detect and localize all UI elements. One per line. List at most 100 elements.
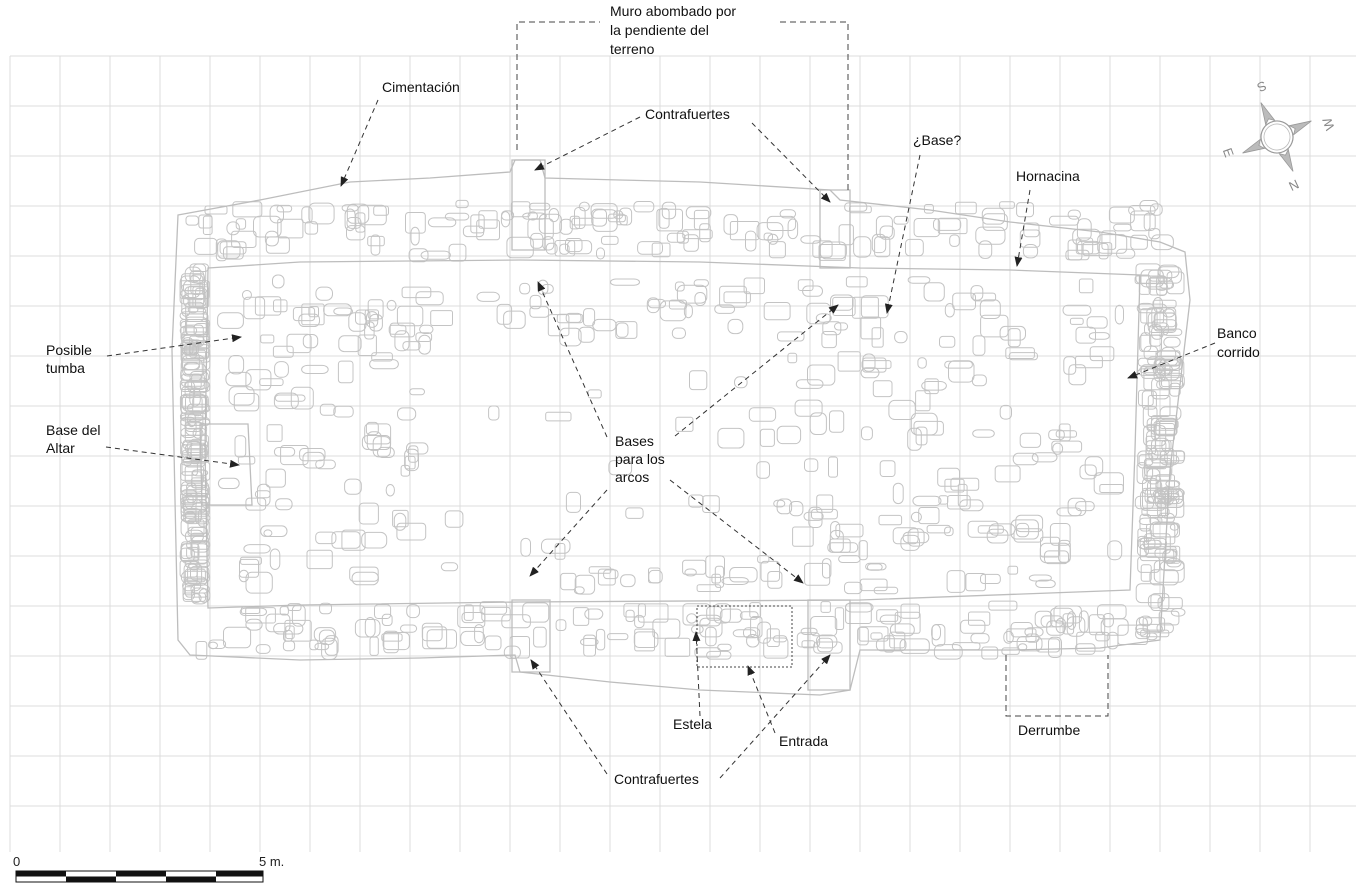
stone	[195, 641, 208, 660]
stone	[186, 485, 209, 501]
stone	[674, 281, 685, 292]
stone	[1156, 361, 1171, 376]
stone	[187, 412, 197, 428]
stone	[714, 304, 736, 314]
stone	[448, 243, 467, 262]
stone	[800, 235, 822, 244]
stone	[349, 566, 379, 582]
stone	[688, 494, 704, 508]
stone	[415, 291, 444, 306]
stone	[696, 584, 721, 592]
stone	[860, 367, 880, 379]
stone	[559, 243, 570, 255]
stone	[265, 468, 286, 488]
stone	[719, 608, 743, 623]
stone	[988, 523, 1016, 536]
stone	[302, 334, 319, 349]
stone	[187, 563, 203, 585]
stone	[789, 501, 804, 517]
stone	[837, 351, 861, 372]
stone	[315, 286, 333, 301]
arrow-contrafuertes-top-right	[751, 122, 831, 203]
label-entrada: Entrada	[779, 733, 828, 749]
stone	[1114, 304, 1125, 325]
stone	[501, 614, 531, 629]
stone	[950, 477, 980, 491]
stone	[272, 345, 294, 358]
stone	[732, 629, 757, 638]
stone	[184, 410, 204, 430]
stone	[838, 555, 861, 563]
stone	[559, 218, 573, 235]
stone	[415, 332, 433, 343]
label-cimentacion: Cimentación	[382, 79, 460, 95]
compass-east-label: E	[1220, 146, 1237, 160]
stone	[633, 201, 655, 213]
stone	[341, 529, 366, 551]
church-outline	[171, 159, 1191, 696]
label-hornacina: Hornacina	[1016, 168, 1080, 184]
stone	[828, 456, 838, 478]
stone	[1019, 432, 1042, 448]
stone	[975, 226, 1006, 245]
stone	[852, 296, 879, 319]
stone	[367, 299, 384, 320]
altar-base	[199, 423, 253, 506]
stone	[1142, 539, 1162, 549]
stone	[308, 306, 319, 318]
stone	[809, 412, 827, 435]
stone	[239, 558, 259, 578]
stone	[1052, 442, 1064, 455]
stone	[530, 232, 544, 249]
stone	[578, 326, 595, 343]
stone	[188, 560, 200, 571]
label-posible-1: Posible	[46, 342, 92, 358]
stone	[661, 201, 677, 220]
stone	[717, 643, 732, 652]
stone	[874, 236, 891, 258]
stone	[749, 602, 762, 618]
stone	[245, 369, 272, 391]
stone	[364, 617, 376, 638]
stone	[1049, 523, 1071, 546]
stone	[980, 314, 1009, 338]
stone	[845, 603, 872, 624]
stone	[185, 215, 199, 226]
stone	[894, 331, 908, 344]
stone	[763, 302, 791, 321]
stone	[181, 373, 205, 387]
stone	[651, 242, 671, 258]
stone	[410, 226, 420, 246]
stone	[484, 635, 502, 651]
label-altar-2: Altar	[46, 440, 75, 456]
stone	[817, 637, 833, 653]
stone	[554, 543, 566, 560]
stone	[1010, 622, 1033, 638]
stone	[208, 641, 218, 650]
stone	[315, 531, 337, 545]
buttress-right-top	[819, 189, 851, 269]
stone	[409, 388, 426, 396]
stone	[385, 484, 395, 497]
stone	[243, 544, 271, 554]
stone	[972, 292, 997, 302]
stone	[1113, 223, 1132, 232]
stone	[879, 225, 895, 240]
stone	[894, 611, 921, 634]
stone	[273, 622, 304, 635]
stone	[418, 334, 431, 355]
stone	[955, 201, 977, 215]
stone	[1142, 464, 1154, 482]
stone	[1040, 536, 1060, 558]
stone	[476, 291, 500, 302]
stone	[1088, 332, 1110, 340]
stone	[371, 352, 393, 362]
stone	[444, 510, 464, 528]
stone	[1170, 608, 1186, 617]
stone	[1022, 244, 1039, 259]
stone	[871, 233, 887, 254]
stone	[1136, 303, 1168, 314]
stone	[263, 529, 273, 537]
stone	[1147, 356, 1178, 366]
stone	[1056, 507, 1082, 517]
